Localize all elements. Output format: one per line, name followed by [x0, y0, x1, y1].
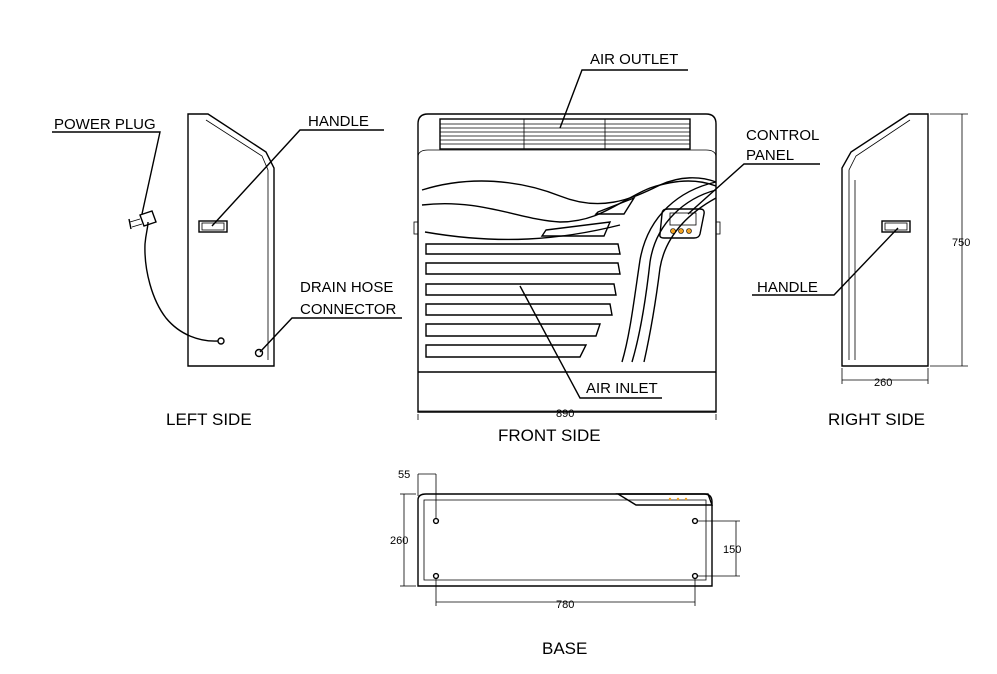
front-side-view	[413, 113, 721, 420]
caption-right-side: RIGHT SIDE	[828, 410, 925, 429]
caption-front-side: FRONT SIDE	[498, 426, 601, 445]
base-hole	[691, 572, 699, 580]
base-hole	[432, 572, 440, 580]
label-air-inlet: AIR INLET	[586, 380, 658, 397]
left-side-view	[128, 113, 275, 367]
label-air-outlet: AIR OUTLET	[590, 51, 678, 68]
dim-right-depth: 260	[874, 377, 892, 389]
power-cord	[144, 221, 219, 342]
control-panel	[659, 208, 705, 239]
dim-front-width: 890	[556, 408, 574, 420]
label-control-panel-line2: PANEL	[746, 147, 794, 164]
label-drain-hose-line1: DRAIN HOSE	[300, 279, 393, 296]
label-power-plug: POWER PLUG	[54, 116, 156, 133]
label-control-panel-line1: CONTROL	[746, 127, 819, 144]
right-side-view	[841, 113, 968, 384]
label-drain-hose-line2: CONNECTOR	[300, 301, 397, 318]
right-handle	[881, 220, 911, 233]
dim-base-hole-width: 780	[556, 599, 574, 611]
dim-base-depth: 260	[390, 535, 408, 547]
air-outlet-grille	[439, 118, 691, 150]
caption-base: BASE	[542, 639, 587, 658]
caption-left-side: LEFT SIDE	[166, 410, 252, 429]
dim-base-offset: 55	[398, 469, 410, 481]
cord-entry	[217, 337, 225, 345]
base-view	[400, 473, 740, 606]
leader-lines	[52, 69, 899, 399]
label-handle-left: HANDLE	[308, 113, 369, 130]
base-hole	[691, 517, 699, 525]
label-handle-right: HANDLE	[757, 279, 818, 296]
base-hole	[432, 517, 440, 525]
power-plug	[128, 210, 157, 230]
air-inlet-louvres	[425, 243, 621, 358]
left-handle	[198, 220, 228, 233]
dim-right-height: 750	[952, 237, 970, 249]
dim-base-hole-spacing: 150	[723, 544, 741, 556]
drain-hose-connector	[254, 348, 264, 358]
